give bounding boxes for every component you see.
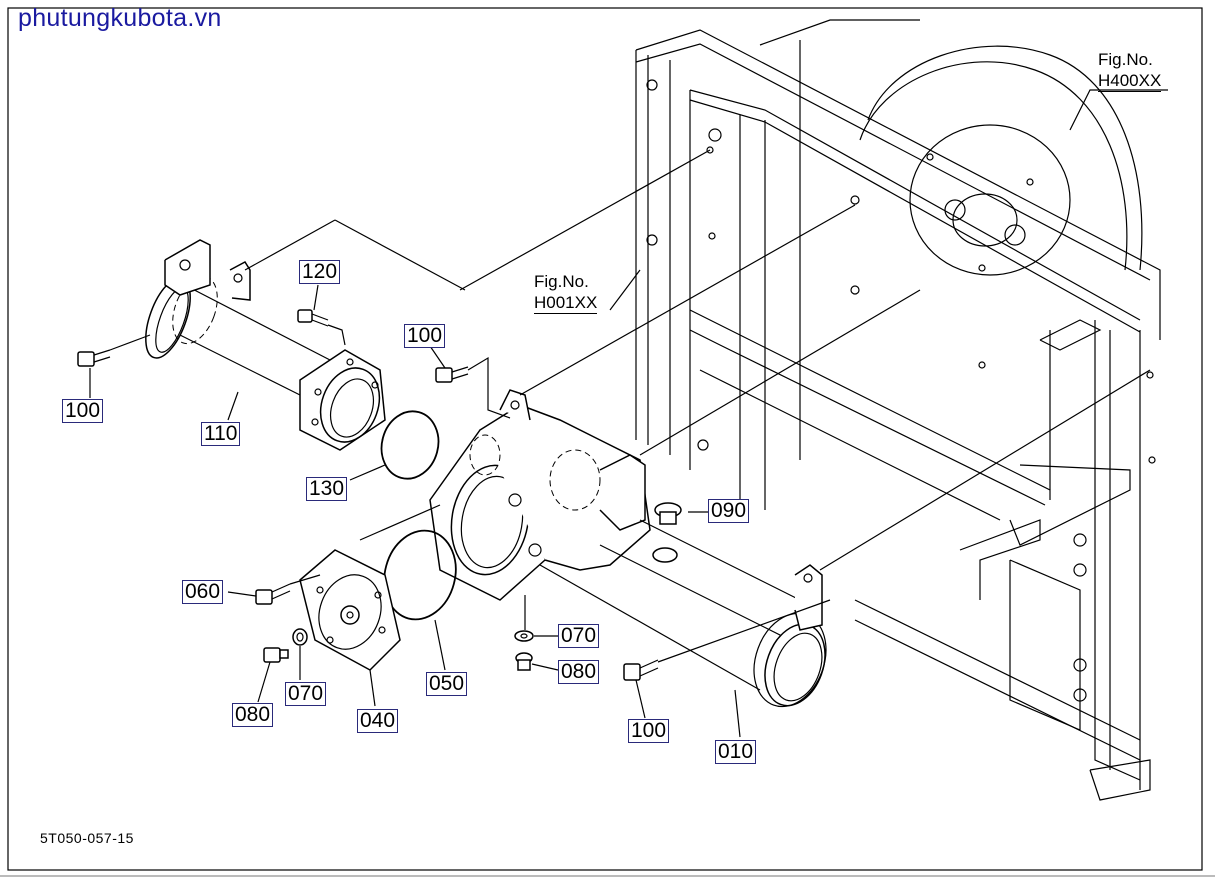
oring-130-drawing	[380, 410, 440, 480]
flywheel	[859, 45, 1143, 276]
bolt-100-left	[77, 349, 111, 367]
part-label-060[interactable]: 060	[182, 580, 224, 604]
plug-080-right	[515, 652, 533, 671]
part-label-130[interactable]: 130	[306, 477, 348, 501]
part-label-070-right[interactable]: 070	[558, 624, 600, 648]
plug-080-left	[263, 647, 289, 663]
part-label-070-left[interactable]: 070	[285, 682, 327, 706]
bolt-060	[255, 583, 291, 605]
part-label-100-lower[interactable]: 100	[628, 719, 670, 743]
bolt-100-lower	[623, 659, 659, 681]
part-label-080-right[interactable]: 080	[558, 660, 600, 684]
diagram-border	[7, 7, 1203, 871]
housing-drawing	[429, 389, 651, 601]
oring-050-drawing	[383, 529, 457, 621]
figure-ref-h001xx[interactable]: Fig.No. H001XX	[534, 271, 598, 314]
figure-ref-h001xx-line2: H001XX	[534, 293, 598, 314]
figure-ref-h400xx[interactable]: Fig.No. H400XX	[1098, 49, 1162, 92]
leader-lines	[89, 89, 1168, 738]
part-label-100-left[interactable]: 100	[62, 399, 104, 423]
pipe-110-drawing	[145, 239, 386, 451]
part-label-080-left[interactable]: 080	[232, 703, 274, 727]
washer-070-right	[514, 630, 534, 642]
part-label-110[interactable]: 110	[201, 422, 241, 446]
part-label-050[interactable]: 050	[426, 672, 468, 696]
cover-040-drawing	[299, 549, 401, 671]
watermark: phutungkubota.vn	[18, 4, 222, 32]
part-label-040[interactable]: 040	[357, 709, 399, 733]
chassis-frame	[635, 19, 1161, 801]
bolt-100-mid	[435, 366, 469, 383]
bolt-120	[297, 309, 329, 327]
plug-090	[654, 502, 682, 525]
figure-ref-h001xx-line1: Fig.No.	[534, 272, 589, 291]
figure-ref-h400xx-line2: H400XX	[1098, 71, 1162, 92]
part-label-100-mid[interactable]: 100	[404, 324, 446, 348]
washer-070-left	[292, 628, 308, 646]
part-label-090[interactable]: 090	[708, 499, 750, 523]
figure-ref-h400xx-line1: Fig.No.	[1098, 50, 1153, 69]
part-label-010[interactable]: 010	[715, 740, 757, 764]
part-label-120[interactable]: 120	[299, 260, 341, 284]
drawing-code: 5T050-057-15	[40, 830, 134, 846]
pipe-010-drawing	[539, 519, 827, 708]
